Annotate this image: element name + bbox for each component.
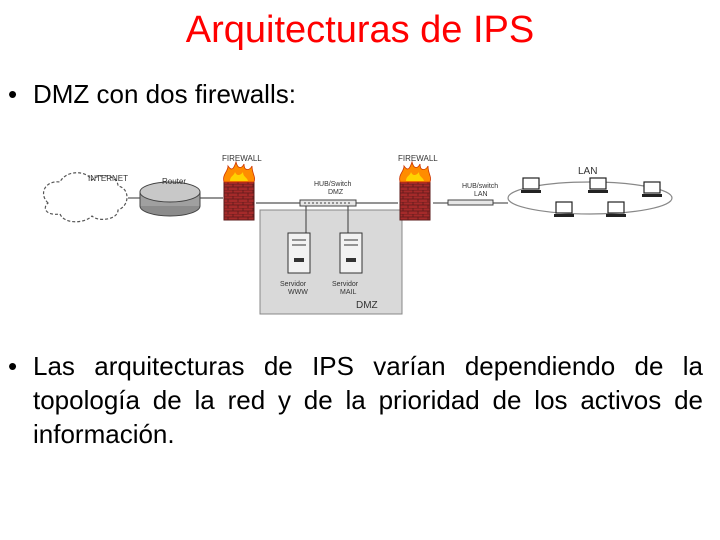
lan-computer <box>642 181 662 197</box>
internet-cloud: INTERNET <box>43 172 128 223</box>
lan-computer <box>606 201 626 217</box>
hub-dmz-label-line1: HUB/Switch <box>314 181 351 188</box>
dmz-zone: DMZ <box>259 209 403 315</box>
network-diagram: DMZ INTERNET Router FIREWALL HUB/Switch … <box>43 154 673 315</box>
bullet-text: Las arquitecturas de IPS varían dependie… <box>33 351 703 449</box>
bullet-dot: • <box>8 79 18 109</box>
lan-computer <box>588 177 608 193</box>
bullet-ips-architectures: • Las arquitecturas de IPS varían depend… <box>8 349 708 451</box>
server-mail: Servidor MAIL <box>332 232 363 296</box>
lan-network: LAN <box>507 166 673 217</box>
firewall-2-label: FIREWALL <box>398 154 438 163</box>
hub-switch-dmz: HUB/Switch DMZ <box>299 181 357 207</box>
slide-title: Arquitecturas de IPS <box>185 9 535 51</box>
bullet-dot: • <box>8 351 18 381</box>
lan-computer <box>521 177 541 193</box>
server-mail-label-line2: MAIL <box>340 289 356 296</box>
network-links <box>128 197 508 233</box>
server-www-label-line1: Servidor <box>280 281 307 288</box>
hub-lan-label-line1: HUB/switch <box>462 183 498 190</box>
hub-switch-lan: HUB/switch LAN <box>447 183 498 206</box>
hub-dmz-label-line2: DMZ <box>328 189 344 196</box>
firewall-2: FIREWALL <box>398 154 438 221</box>
internet-label: INTERNET <box>88 174 128 183</box>
server-www-label-line2: WWW <box>288 289 308 296</box>
firewall-1-label: FIREWALL <box>222 154 262 163</box>
hub-lan-label-line2: LAN <box>474 191 488 198</box>
server-mail-label-line1: Servidor <box>332 281 359 288</box>
lan-computer <box>554 201 574 217</box>
lan-label: LAN <box>578 166 597 177</box>
firewall-1: FIREWALL <box>222 154 262 221</box>
bullet-text: DMZ con dos firewalls: <box>33 79 296 109</box>
dmz-label: DMZ <box>356 300 378 311</box>
server-www: Servidor WWW <box>280 232 311 296</box>
router: Router <box>139 177 201 217</box>
router-label: Router <box>162 177 186 186</box>
